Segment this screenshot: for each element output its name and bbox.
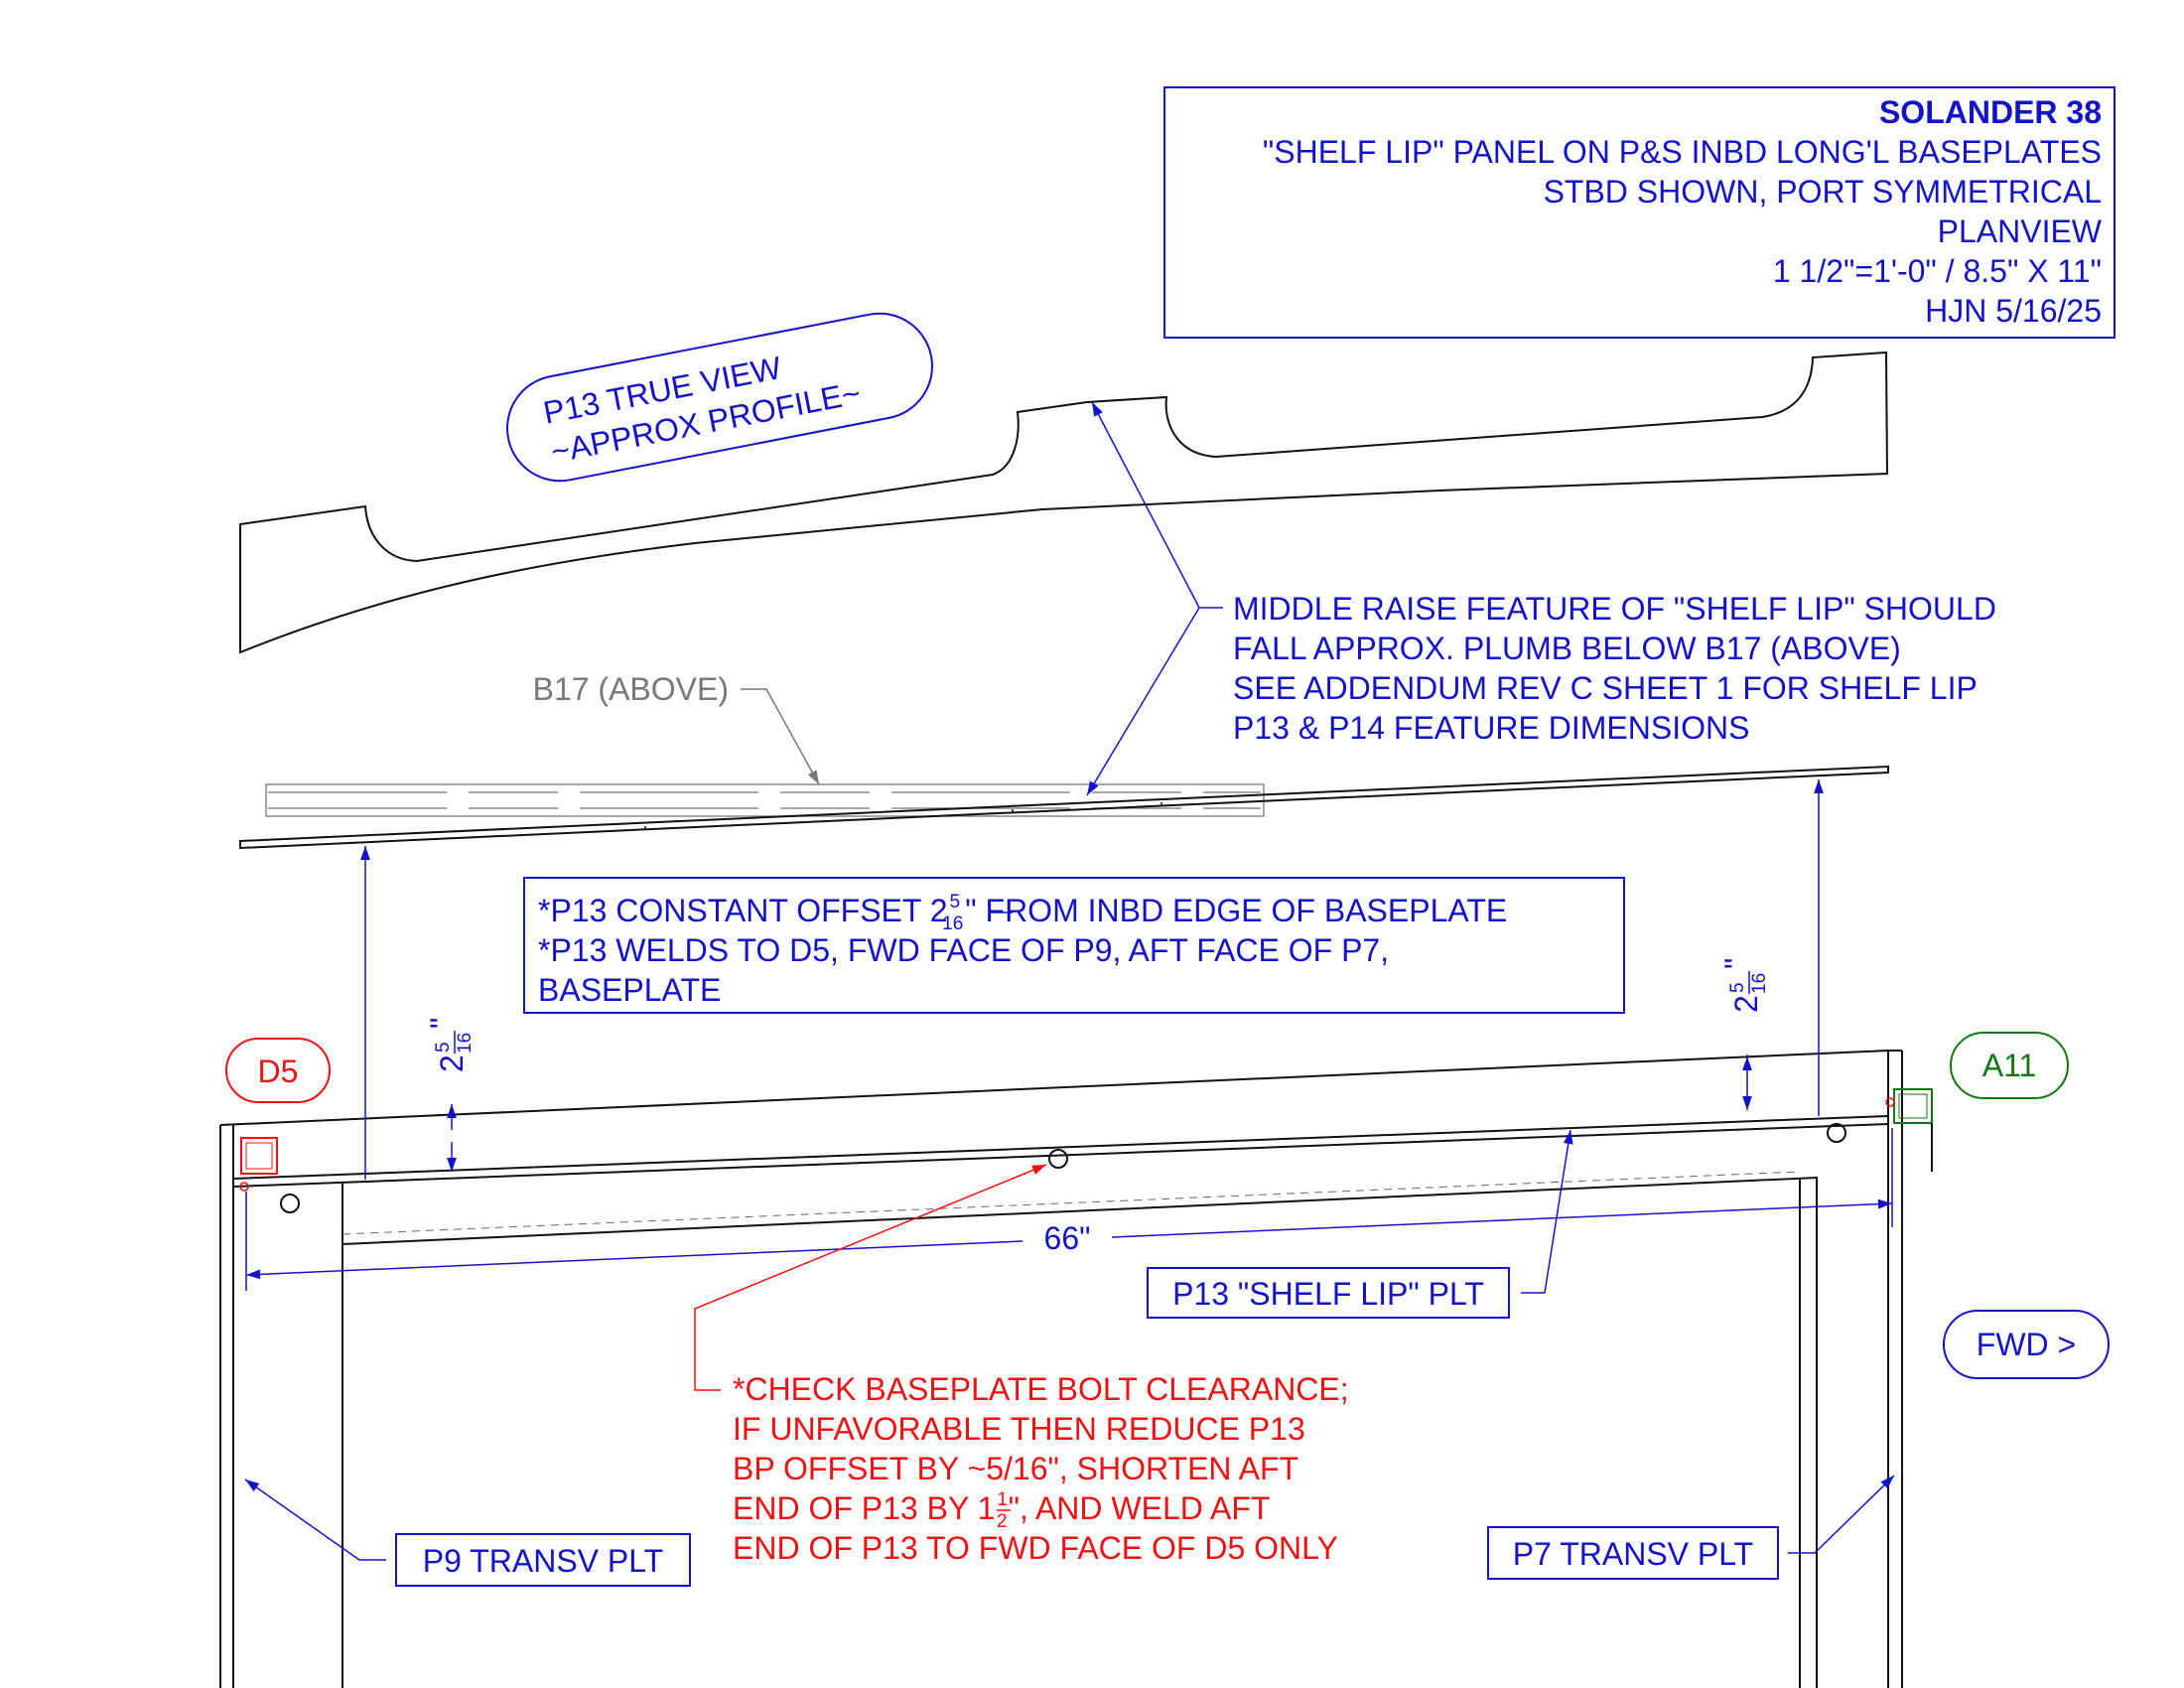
check-note-line-1: *CHECK BASEPLATE BOLT CLEARANCE;: [733, 1371, 1349, 1407]
true-view-bubble: P13 TRUE VIEW ~APPROX PROFILE~: [506, 312, 933, 483]
dim-length-66: 66": [245, 1128, 1893, 1291]
title-line-4: PLANVIEW: [1938, 213, 2103, 249]
check-note-line-3: BP OFFSET BY ~5/16", SHORTEN AFT: [733, 1451, 1298, 1486]
check-frac-num: 1: [997, 1489, 1008, 1510]
bolt-hole-aft: [280, 1194, 300, 1213]
bolt-hole-middle: [1048, 1149, 1068, 1169]
title-line-5: 1 1/2"=1'-0" / 8.5" X 11": [1773, 253, 2102, 289]
p7-label-text: P7 TRANSV PLT: [1513, 1536, 1753, 1572]
a11-tag-label: A11: [1982, 1048, 2037, 1083]
b17-hidden-outline: [265, 783, 1265, 817]
a11-tag: A11: [1950, 1032, 2069, 1099]
dim-left-den: 16: [455, 1033, 476, 1054]
title-line-2: "SHELF LIP" PANEL ON P&S INBD LONG'L BAS…: [1263, 134, 2102, 170]
dim-left-num: 5: [433, 1042, 454, 1053]
dim-right-den: 16: [1749, 973, 1770, 994]
offset-note-line-3: BASEPLATE: [538, 972, 721, 1008]
dim-length-label: 66": [1044, 1220, 1091, 1256]
b17-label-group: B17 (ABOVE): [533, 671, 820, 785]
check-note-line-5: END OF P13 TO FWD FACE OF D5 ONLY: [733, 1530, 1338, 1566]
middle-raise-note: MIDDLE RAISE FEATURE OF "SHELF LIP" SHOU…: [1086, 401, 1996, 796]
d5-section: [240, 1137, 278, 1175]
check-note-line-2: IF UNFAVORABLE THEN REDUCE P13: [733, 1411, 1305, 1447]
middle-raise-line-1: MIDDLE RAISE FEATURE OF "SHELF LIP" SHOU…: [1233, 591, 1996, 627]
dim-offset-left: 2 5 16 ": [424, 1018, 476, 1172]
check-frac-den: 2: [997, 1511, 1008, 1532]
title-line-6: HJN 5/16/25: [1925, 293, 2102, 329]
dim-left-unit: ": [424, 1018, 460, 1029]
title-line-3: STBD SHOWN, PORT SYMMETRICAL: [1544, 174, 2102, 210]
b17-label: B17 (ABOVE): [533, 671, 729, 707]
middle-raise-line-4: P13 & P14 FEATURE DIMENSIONS: [1233, 710, 1749, 746]
a11-section: [1893, 1088, 1933, 1124]
baseplate-framing: [219, 1050, 1903, 1688]
offset-frac-den: 16: [942, 914, 963, 934]
check-note: *CHECK BASEPLATE BOLT CLEARANCE; IF UNFA…: [694, 1164, 1349, 1566]
middle-raise-line-2: FALL APPROX. PLUMB BELOW B17 (ABOVE): [1233, 631, 1901, 666]
d5-tag: D5: [225, 1038, 331, 1103]
offset-note-line-2: *P13 WELDS TO D5, FWD FACE OF P9, AFT FA…: [538, 932, 1389, 968]
p9-label: P9 TRANSV PLT: [244, 1478, 691, 1587]
dim-left-whole: 2: [434, 1055, 470, 1072]
p7-label: P7 TRANSV PLT: [1487, 1475, 1895, 1580]
d5-tag-label: D5: [258, 1054, 299, 1089]
fwd-tag: FWD >: [1943, 1310, 2110, 1379]
dim-right-num: 5: [1727, 982, 1748, 993]
offset-frac-num: 5: [950, 892, 961, 913]
dim-offset-right: 2 5 16 ": [1718, 958, 1770, 1110]
title-line-1: SOLANDER 38: [1879, 94, 2102, 130]
bolt-hole-fwd: [1827, 1123, 1846, 1143]
dim-right-whole: 2: [1728, 995, 1764, 1013]
title-block: SOLANDER 38 "SHELF LIP" PANEL ON P&S INB…: [1163, 86, 2116, 339]
fwd-tag-label: FWD >: [1977, 1327, 2076, 1362]
p13-true-view-profile: [239, 351, 1889, 654]
p13-plate-edge-view: [239, 765, 1889, 850]
p13-label-text: P13 "SHELF LIP" PLT: [1172, 1276, 1484, 1312]
p9-label-text: P9 TRANSV PLT: [423, 1543, 663, 1579]
middle-raise-line-3: SEE ADDENDUM REV C SHEET 1 FOR SHELF LIP: [1233, 670, 1978, 706]
p13-label: P13 "SHELF LIP" PLT: [1147, 1129, 1573, 1319]
dim-right-unit: ": [1718, 958, 1754, 969]
